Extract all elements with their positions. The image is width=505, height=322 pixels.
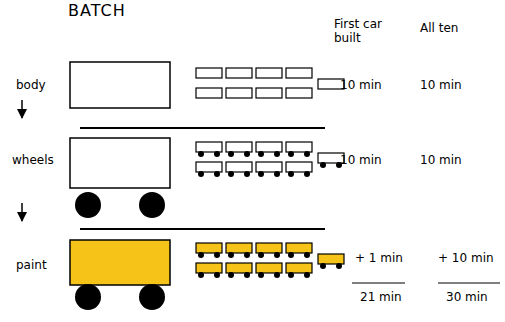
wheel	[139, 192, 165, 218]
flow-arrow	[21, 100, 23, 118]
car-body	[70, 138, 170, 188]
painted-car	[70, 240, 170, 285]
flow-arrow	[21, 203, 23, 221]
time-value: 10 min	[420, 153, 462, 167]
time-value: 10 min	[420, 78, 462, 92]
time-value: + 10 min	[438, 251, 494, 265]
total-time: 21 min	[360, 290, 402, 304]
wheel	[75, 284, 101, 310]
time-value: + 1 min	[355, 251, 403, 265]
time-value: 10 min	[340, 78, 382, 92]
time-value: 10 min	[340, 153, 382, 167]
small-cars	[196, 142, 344, 177]
divider	[80, 127, 325, 129]
wheel	[139, 284, 165, 310]
wheel	[75, 192, 101, 218]
total-time: 30 min	[446, 290, 488, 304]
car-body	[70, 62, 170, 108]
diagram-title: BATCH	[68, 2, 126, 20]
column-header: All ten	[420, 21, 458, 35]
divider	[80, 228, 325, 230]
step-label: body	[16, 78, 46, 92]
step-label: wheels	[12, 153, 54, 167]
column-header: First car built	[334, 17, 398, 45]
sum-line	[438, 282, 500, 283]
step-label: paint	[16, 258, 47, 272]
small-painted-cars	[196, 243, 344, 278]
small-bodies	[196, 68, 344, 98]
sum-line	[352, 282, 405, 283]
